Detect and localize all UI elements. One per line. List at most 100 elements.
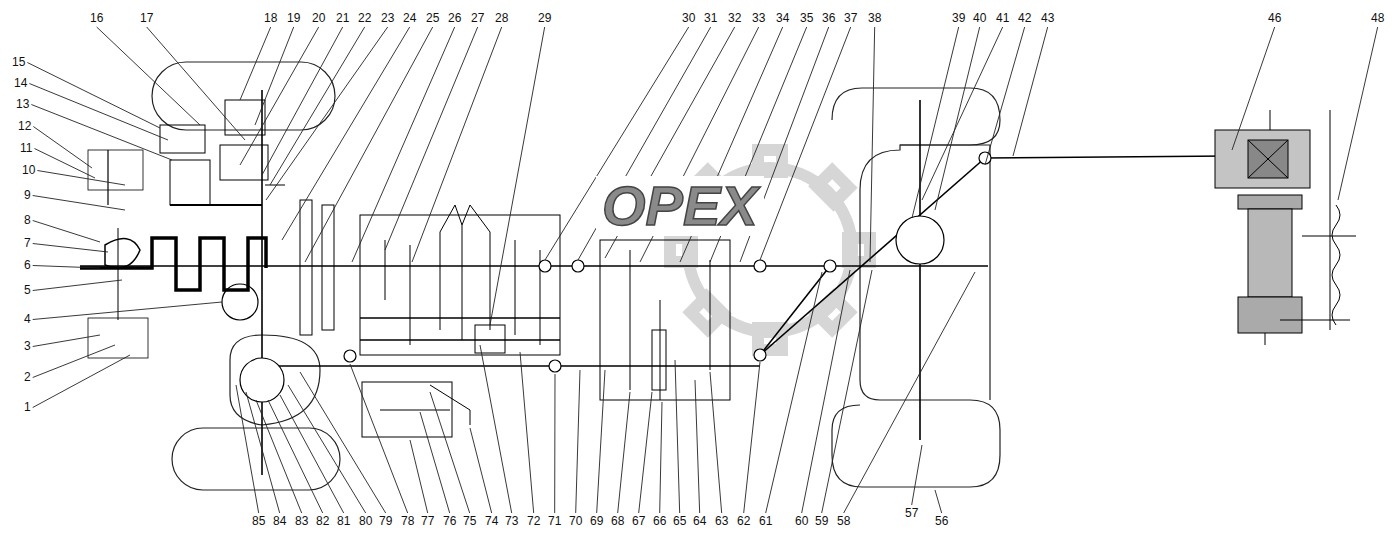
leader-line xyxy=(985,27,1025,165)
callout-number: 56 xyxy=(935,515,948,528)
callout-number: 14 xyxy=(14,77,27,90)
leader-line xyxy=(33,196,125,211)
leader-line xyxy=(618,392,630,513)
callout-number: 37 xyxy=(844,12,857,25)
callout-number: 22 xyxy=(358,12,371,25)
leader-line xyxy=(412,27,502,262)
callout-number: 61 xyxy=(759,515,772,528)
leader-line xyxy=(262,27,343,175)
callout-number: 15 xyxy=(12,56,25,69)
callout-number: 65 xyxy=(673,515,686,528)
callout-number: 71 xyxy=(548,515,561,528)
callout-number: 75 xyxy=(463,515,476,528)
callout-number: 9 xyxy=(24,189,31,202)
callout-number: 85 xyxy=(252,515,265,528)
callout-number: 7 xyxy=(24,237,31,250)
callout-number: 11 xyxy=(20,142,32,155)
leader-line xyxy=(240,27,319,165)
leader-line xyxy=(385,27,478,250)
leader-line xyxy=(352,27,455,262)
callout-number: 38 xyxy=(868,12,881,25)
leader-line xyxy=(33,345,115,378)
callout-number: 3 xyxy=(24,340,31,353)
shafts xyxy=(80,90,1228,475)
callout-number: 39 xyxy=(952,12,965,25)
callout-number: 35 xyxy=(800,12,813,25)
leader-line xyxy=(1013,27,1048,156)
leader-line xyxy=(33,302,222,320)
callout-number: 58 xyxy=(837,515,850,528)
callout-number: 36 xyxy=(822,12,835,25)
leader-line xyxy=(822,270,872,513)
leader-line xyxy=(420,412,450,513)
callout-number: 57 xyxy=(905,507,918,520)
leader-line xyxy=(1232,27,1275,150)
leader-line xyxy=(695,380,700,513)
callout-number: 21 xyxy=(336,12,349,25)
leader-line xyxy=(870,27,875,262)
callout-number: 70 xyxy=(569,515,582,528)
callout-number: 12 xyxy=(18,120,31,133)
callout-number: 33 xyxy=(752,12,765,25)
leader-line xyxy=(280,395,344,513)
leader-line xyxy=(935,27,980,210)
callout-number: 46 xyxy=(1268,12,1281,25)
callout-number: 34 xyxy=(776,12,789,25)
callout-number: 18 xyxy=(264,12,277,25)
callout-number: 63 xyxy=(715,515,728,528)
leader-line xyxy=(255,27,294,125)
side-unit xyxy=(362,382,470,437)
leader-line xyxy=(240,27,271,100)
leader-line xyxy=(490,27,545,325)
callout-number: 31 xyxy=(704,12,717,25)
leader-line xyxy=(34,149,95,179)
leader-line xyxy=(37,171,125,186)
callout-number: 8 xyxy=(24,214,31,227)
leader-line xyxy=(300,372,386,513)
leader-line xyxy=(802,270,850,513)
leader-line xyxy=(236,385,259,513)
leader-line xyxy=(597,370,605,513)
callout-number: 66 xyxy=(653,515,666,528)
gearbox xyxy=(360,205,560,355)
leader-line xyxy=(430,392,470,513)
leader-line xyxy=(282,27,410,240)
callout-number: 64 xyxy=(693,515,706,528)
leader-line xyxy=(270,27,365,185)
callout-number: 82 xyxy=(316,515,329,528)
callout-number: 32 xyxy=(728,12,741,25)
callout-number: 1 xyxy=(24,401,31,414)
callout-number: 10 xyxy=(22,164,35,177)
callout-number: 41 xyxy=(996,12,1009,25)
leader-line xyxy=(33,244,108,253)
leader-line xyxy=(639,392,652,513)
gear-groups xyxy=(160,100,334,335)
callout-number: 25 xyxy=(426,12,439,25)
callout-number: 48 xyxy=(1371,12,1384,25)
callout-number: 5 xyxy=(24,284,31,297)
leader-line xyxy=(675,360,680,513)
leader-line xyxy=(97,27,200,125)
leader-line xyxy=(760,27,851,260)
callout-number: 76 xyxy=(443,515,456,528)
leader-line xyxy=(147,27,245,140)
callout-number: 19 xyxy=(287,12,300,25)
callout-number: 4 xyxy=(24,313,31,326)
universal-joints xyxy=(240,152,991,402)
leader-line xyxy=(33,221,100,243)
callout-number: 13 xyxy=(16,98,29,111)
leader-line xyxy=(470,428,492,513)
leader-line xyxy=(266,27,388,200)
leader-line xyxy=(288,385,366,513)
callout-number: 42 xyxy=(1018,12,1031,25)
callout-number: 80 xyxy=(359,515,372,528)
callout-number: 83 xyxy=(295,515,308,528)
leader-line xyxy=(350,364,408,513)
leader-line xyxy=(480,345,512,513)
leader-line xyxy=(912,445,922,505)
callout-number: 24 xyxy=(403,12,416,25)
callout-number: 79 xyxy=(379,515,392,528)
leader-line xyxy=(935,490,942,513)
